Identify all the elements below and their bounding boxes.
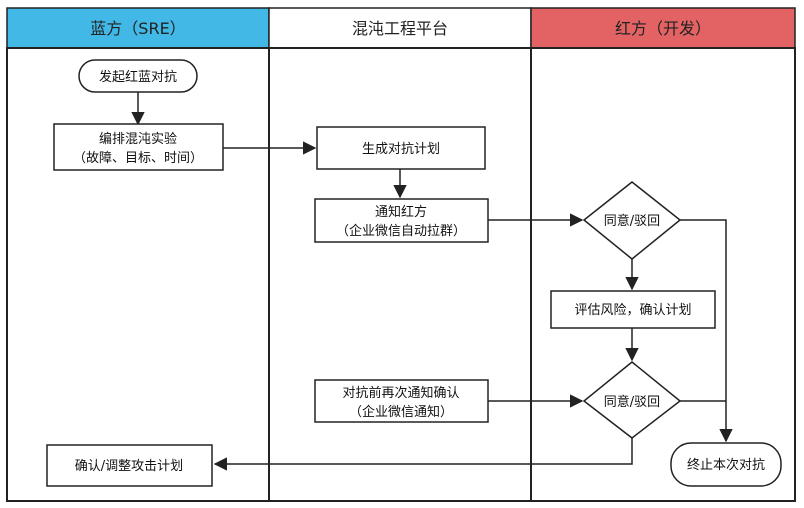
lane-body-platform [268, 47, 532, 502]
node-notify-confirm-shape [314, 379, 489, 423]
edge-decide2-adjust [213, 438, 633, 471]
node-decide1-label: 同意/驳回 [604, 213, 660, 229]
node-design-label-line1: 编排混沌实验 [99, 131, 177, 147]
node-notify-red-shape [314, 198, 489, 243]
node-design-label-line2: （故障、目标、时间） [73, 151, 203, 166]
lane-header-red-fill [530, 7, 796, 49]
node-end: 终止本次对抗 [670, 442, 782, 487]
node-assess: 评估风险，确认计划 [550, 290, 716, 329]
node-adjust-shape [46, 444, 213, 487]
node-notify-confirm: 对抗前再次通知确认 （企业微信通知） [314, 379, 489, 423]
node-plan: 生成对抗计划 [316, 126, 486, 170]
node-design-shape [53, 123, 224, 171]
node-decide1-shape [582, 181, 682, 260]
node-decide2: 同意/驳回 [582, 361, 682, 439]
node-adjust: 确认/调整攻击计划 [46, 444, 213, 487]
node-assess-shape [550, 290, 716, 329]
node-notify-confirm-label-line2: （企业微信通知） [349, 404, 453, 420]
lane-header-blue-title: 蓝方（SRE） [90, 19, 185, 38]
node-assess-label: 评估风险，确认计划 [574, 303, 691, 318]
node-plan-shape [316, 126, 486, 170]
edge-decide1-end [680, 219, 733, 443]
node-decide2-label: 同意/驳回 [604, 394, 660, 410]
lane-body-red [530, 47, 796, 502]
node-end-shape [670, 442, 782, 487]
node-design: 编排混沌实验 （故障、目标、时间） [53, 123, 224, 171]
node-plan-label: 生成对抗计划 [362, 142, 440, 157]
node-notify-confirm-label-line1: 对抗前再次通知确认 [342, 385, 459, 401]
node-notify-red-label-line2: （企业微信自动拉群） [336, 223, 466, 239]
node-end-label: 终止本次对抗 [687, 457, 765, 473]
node-notify-red: 通知红方 （企业微信自动拉群） [314, 198, 489, 243]
lane-header-red-title: 红方（开发） [615, 19, 711, 38]
lane-header-platform: 混沌工程平台 [268, 7, 532, 49]
lane-header-platform-fill [268, 7, 532, 49]
lane-header-blue-fill [6, 7, 270, 49]
node-decide2-shape [582, 361, 682, 439]
node-decide1: 同意/驳回 [582, 181, 682, 260]
node-start-label: 发起红蓝对抗 [99, 69, 177, 85]
lane-header-platform-title: 混沌工程平台 [352, 19, 448, 38]
lane-header-red: 红方（开发） [530, 7, 796, 49]
node-start-shape [78, 59, 198, 93]
node-start: 发起红蓝对抗 [78, 59, 198, 93]
lane-header-blue: 蓝方（SRE） [6, 7, 270, 49]
node-notify-red-label-line1: 通知红方 [375, 204, 427, 220]
edges [131, 92, 733, 471]
node-adjust-label: 确认/调整攻击计划 [75, 459, 183, 474]
